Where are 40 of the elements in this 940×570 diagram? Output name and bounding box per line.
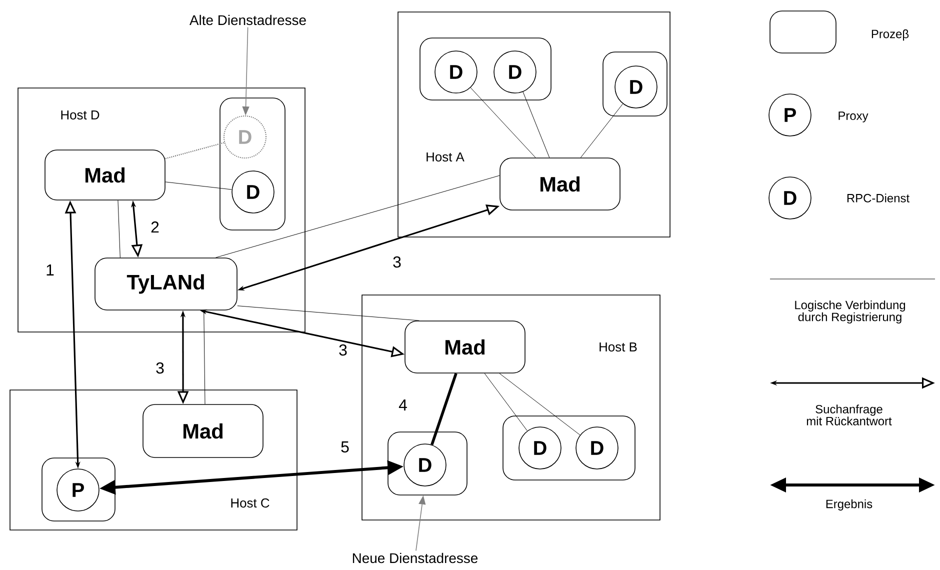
connector-line [165,142,224,160]
step-number: 3 [392,255,402,269]
process-box [420,38,552,100]
process-box [602,52,668,116]
legend-sample: P [768,94,812,136]
step-number: 1 [44,264,56,276]
connector-line [237,306,420,321]
annotation-text: Neue Dienstadresse [352,552,478,564]
connector-line [118,200,120,258]
step-number: 3 [338,343,348,357]
connector-line [484,373,528,432]
process-box: Mad [44,150,166,200]
process-box: TyLANd [94,258,238,310]
legend-text: Proxy [838,112,868,122]
step-number: 3 [154,361,166,375]
process-box [502,416,636,480]
legend-text: Suchanfrage mit Rückantwort [806,404,892,426]
process-box [42,458,116,522]
process-box [388,432,468,496]
process-box [220,98,286,230]
step-number: 4 [398,398,408,412]
legend-text: Ergebnis [826,499,872,511]
process-box: Mad [142,404,264,458]
annotation-text: Alte Dienstadresse [190,14,306,26]
legend-sample: D [768,176,812,220]
connector-line [580,104,624,158]
connector-line [522,92,550,158]
legend-text: RPC-Dienst [847,194,910,202]
step-number: 2 [150,220,160,234]
connector-line [499,373,580,436]
connector-line [204,310,206,404]
legend-text: Logische Verbindung durch Registrierung [795,300,906,324]
process-box: Mad [404,320,526,374]
connector-line [470,87,536,158]
legend-text: Prozeβ [872,29,909,41]
connector-line [165,182,232,190]
process-box: Mad [500,158,620,210]
connector-line [430,372,458,446]
step-number: 5 [340,440,350,454]
connector-line [215,175,500,258]
